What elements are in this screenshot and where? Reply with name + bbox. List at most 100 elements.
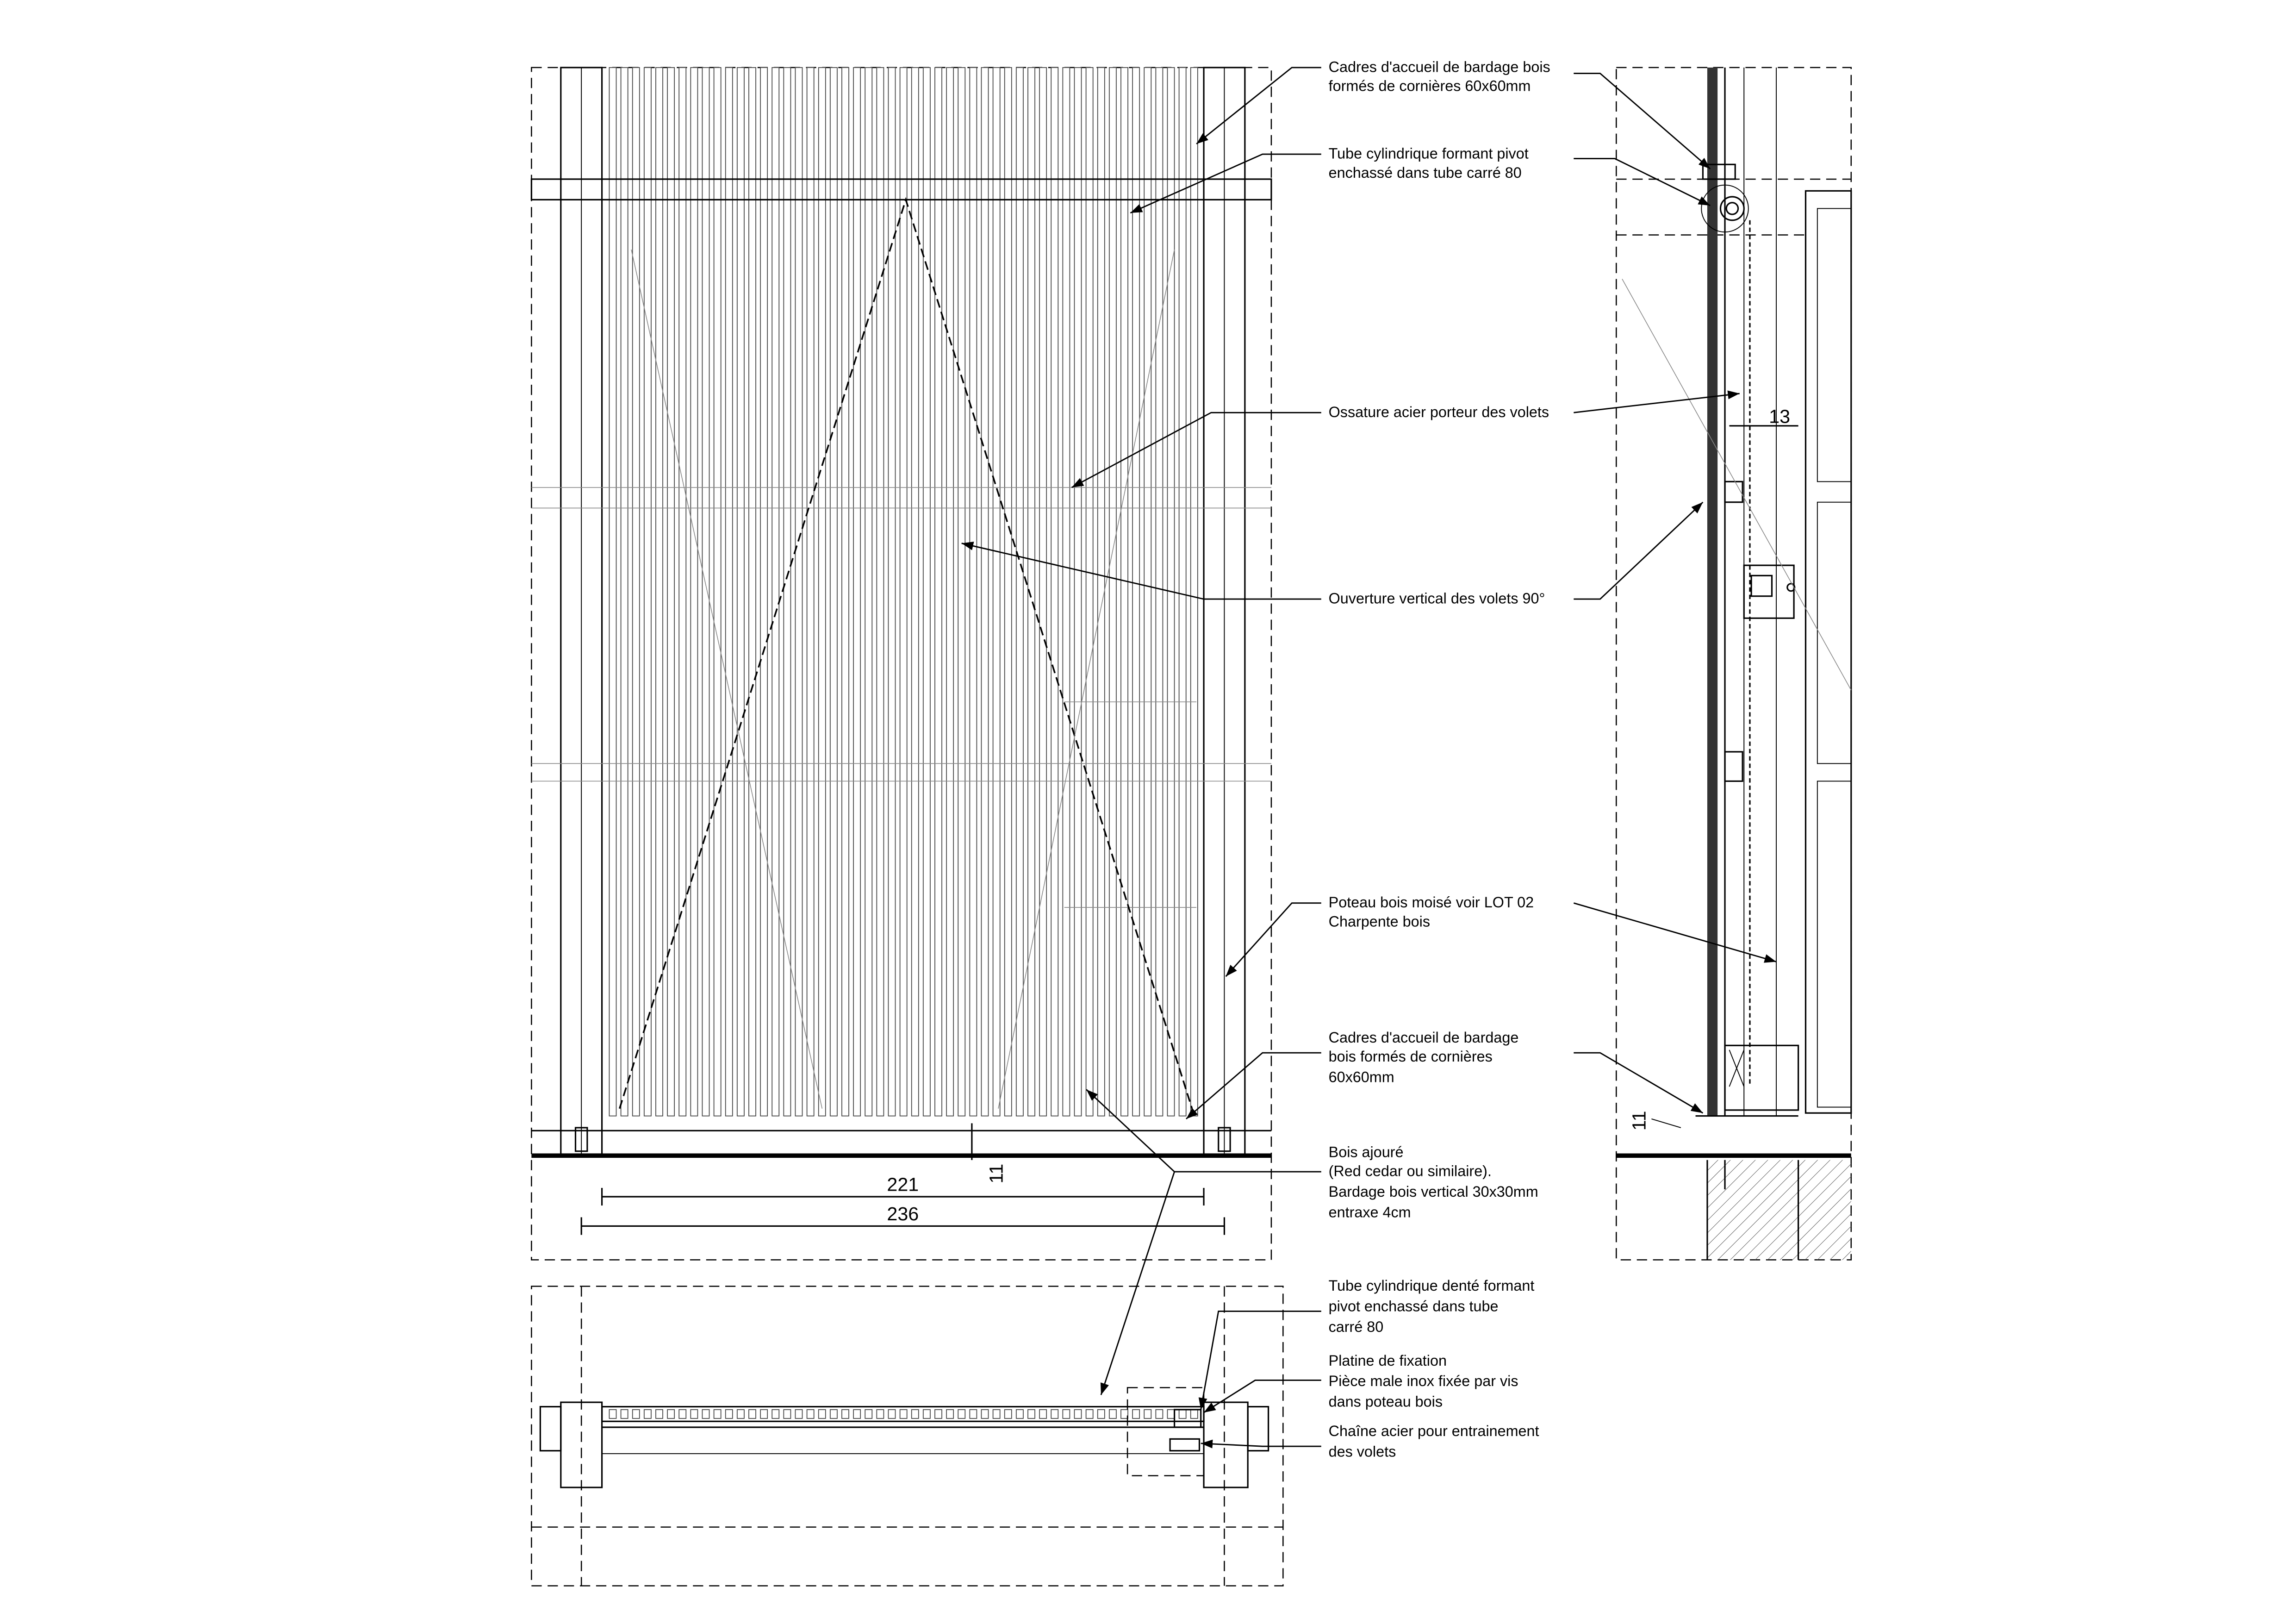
wood-slat-plan (713, 1409, 722, 1419)
wood-slat (1178, 67, 1187, 1117)
wood-slat (1051, 67, 1059, 1117)
bottom-bracket (1724, 1044, 1799, 1111)
wood-slat-plan (1120, 1409, 1128, 1419)
wood-slat-plan (1051, 1409, 1059, 1419)
section-frame (1616, 67, 1852, 1261)
wood-slat (1039, 67, 1047, 1117)
wood-slat (702, 67, 710, 1117)
wood-slat-plan (655, 1409, 663, 1419)
wood-slat (829, 67, 838, 1117)
section-view: 13 11 (1616, 67, 1852, 1261)
left-post-plan (560, 1401, 603, 1488)
wood-slat (609, 67, 617, 1117)
wood-slat-plan (865, 1409, 873, 1419)
plan-view (531, 1286, 1284, 1587)
fixing-plate (1743, 564, 1795, 619)
wood-slat (876, 67, 884, 1117)
label-bois-ajoure: Bois ajouré(Red cedar ou similaire).Bard… (1329, 1143, 1538, 1220)
wood-slat (760, 67, 768, 1117)
wood-slat (806, 67, 815, 1117)
wood-slat (632, 67, 640, 1117)
opening-ghost-line (998, 250, 1175, 1109)
wood-slat-plan (818, 1409, 826, 1419)
wood-slat-plan (1062, 1409, 1070, 1419)
wood-slat (1015, 67, 1024, 1117)
wood-slat (1144, 67, 1152, 1117)
wood-slat (911, 67, 919, 1117)
wood-slat (690, 67, 698, 1117)
wood-slat-plan (806, 1409, 815, 1419)
top-beam (530, 178, 1272, 200)
wood-slat (678, 67, 687, 1117)
wood-slat (1074, 67, 1082, 1117)
wood-slat-plan (678, 1409, 687, 1419)
wood-post-section (1804, 190, 1852, 1114)
wood-slat-plan (1167, 1409, 1175, 1419)
opening-direction-marker (618, 197, 1193, 1109)
fixing-plate (574, 1127, 588, 1152)
wood-slat-plan (620, 1409, 628, 1419)
wood-slat-plan (1190, 1409, 1198, 1419)
wood-slat-plan (841, 1409, 849, 1419)
pivot-tube (1719, 196, 1745, 221)
wood-slat-plan (1085, 1409, 1094, 1419)
dimension-base-gap: 11 (985, 1164, 1007, 1184)
wood-slat-plan (922, 1409, 931, 1419)
wood-slat-plan (1004, 1409, 1012, 1419)
wood-slat-plan (795, 1409, 803, 1419)
wood-slat-plan (1027, 1409, 1035, 1419)
wood-slat-plan (1144, 1409, 1152, 1419)
dimension-inner-width: 221 (887, 1174, 919, 1195)
wood-slat-plan (981, 1409, 989, 1419)
wood-slat (1132, 67, 1140, 1117)
wood-slat-plan (632, 1409, 640, 1419)
slat-plan-group (609, 1409, 1198, 1419)
label-ossature-acier: Ossature acier porteur des volets (1329, 404, 1549, 420)
wood-slat-plan (992, 1409, 1001, 1419)
wood-slat-plan (725, 1409, 733, 1419)
wood-slat-plan (969, 1409, 977, 1419)
wood-slat (667, 67, 675, 1117)
dimension-outer-width: 236 (887, 1203, 919, 1224)
wood-slat-plan (609, 1409, 617, 1419)
drive-chain (1169, 1438, 1201, 1452)
wood-slat-plan (748, 1409, 756, 1419)
slat-group (609, 67, 1198, 1117)
wood-slat (725, 67, 733, 1117)
wood-slat (620, 67, 628, 1117)
wood-slat-plan (888, 1409, 896, 1419)
wood-slat (922, 67, 931, 1117)
wood-slat-plan (899, 1409, 908, 1419)
wood-slat-plan (783, 1409, 791, 1419)
elevation-view: 221 236 11 (530, 67, 1272, 1261)
wood-slat (865, 67, 873, 1117)
wood-slat (981, 67, 989, 1117)
wood-slat-plan (1132, 1409, 1140, 1419)
wood-slat (748, 67, 756, 1117)
wood-slat-plan (876, 1409, 884, 1419)
leader-lines (961, 67, 1777, 1449)
wood-slat-plan (1015, 1409, 1024, 1419)
wood-slat (958, 67, 966, 1117)
plan-frame (531, 1286, 1284, 1587)
wood-slat-plan (1178, 1409, 1187, 1419)
wood-slat-plan (934, 1409, 942, 1419)
wood-slat (655, 67, 663, 1117)
wood-slat (772, 67, 780, 1117)
wood-slat (818, 67, 826, 1117)
wood-slat (934, 67, 942, 1117)
wood-slat (1190, 67, 1198, 1117)
wood-slat-plan (760, 1409, 768, 1419)
wood-slat-plan (643, 1409, 652, 1419)
wood-slat (713, 67, 722, 1117)
opening-ghost-line (1622, 279, 1852, 691)
wood-slat (795, 67, 803, 1117)
wood-slat (992, 67, 1001, 1117)
